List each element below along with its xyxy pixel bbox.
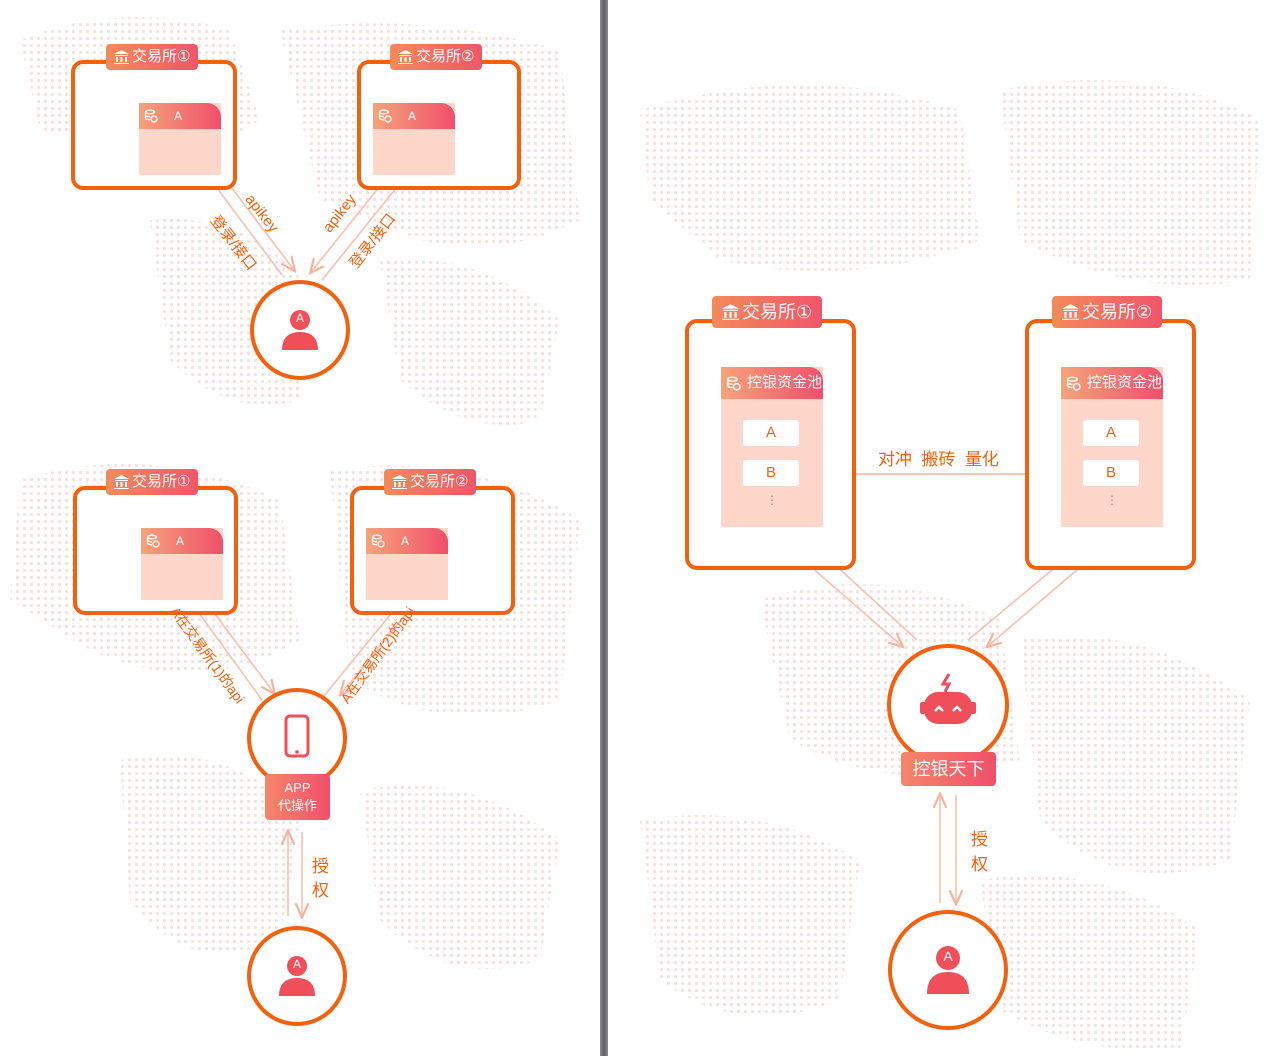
- fund-pool-header: 控银资金池: [1061, 367, 1163, 399]
- diagram1-exchange1-box: A: [71, 60, 237, 190]
- bank-icon: [114, 475, 129, 489]
- account-header: A: [373, 103, 455, 129]
- more-dots: ⋮: [766, 493, 778, 507]
- fund-pool-panel: 控银资金池 A B ⋮: [1061, 367, 1163, 527]
- hedge-arbitrage-quant-label: 对冲 搬砖 量化: [878, 450, 999, 469]
- user-letter: A: [295, 311, 304, 325]
- fund-pool-panel: 控银资金池 A B ⋮: [721, 367, 823, 527]
- coin-stack-icon: [1066, 376, 1081, 391]
- account-label: A: [408, 109, 417, 123]
- auth-label-char1: 授: [312, 857, 329, 876]
- diagram2-user-circle: A: [247, 926, 347, 1026]
- coin-stack-icon: [378, 109, 392, 123]
- diagram2-exchange1-tag: 交易所①: [106, 469, 199, 495]
- diagram3-exchange2-tag: 交易所②: [1052, 296, 1163, 328]
- account-header: A: [139, 103, 221, 129]
- diagram1-exchange1-tag: 交易所①: [106, 44, 199, 70]
- pool-account-a: A: [743, 420, 799, 446]
- bank-icon: [392, 475, 407, 489]
- diagram3-exchange2-box: 控银资金池 A B ⋮: [1025, 319, 1196, 570]
- fund-pool-label: 控银资金池: [1087, 374, 1163, 391]
- bank-icon: [1062, 304, 1079, 320]
- diagram3-user-circle: A: [888, 910, 1008, 1030]
- robot-name: 控银天下: [912, 759, 985, 779]
- auth-label-char1: 授: [971, 830, 988, 849]
- diagram2-exchange2-tag: 交易所②: [384, 469, 477, 495]
- diagram2-exchange2-box: A: [350, 486, 515, 615]
- account-header: A: [141, 528, 223, 554]
- app-operate-tag: APP 代操作: [265, 774, 330, 820]
- exchange-name: 交易所①: [132, 473, 191, 490]
- diagram1-user-circle: A: [250, 280, 350, 380]
- user-icon: [282, 310, 318, 350]
- exchange-name: 交易所①: [132, 48, 191, 65]
- account-header: A: [366, 528, 448, 554]
- exchange-name: 交易所①: [742, 302, 813, 322]
- bank-icon: [114, 50, 129, 64]
- fund-pool-label: 控银资金池: [747, 374, 823, 391]
- account-panel: A: [366, 528, 448, 600]
- diagram2-app-circle: [247, 688, 347, 788]
- coin-stack-icon: [146, 534, 160, 548]
- coin-stack-icon: [144, 109, 158, 123]
- account-panel: A: [139, 103, 221, 175]
- diagram3-exchange1-tag: 交易所①: [712, 296, 823, 328]
- pool-account-b: B: [743, 460, 799, 486]
- user-letter: A: [943, 948, 953, 964]
- account-label: A: [401, 534, 410, 548]
- diagram2-exchange1-box: A: [73, 486, 238, 615]
- diagram1-exchange2-tag: 交易所②: [390, 44, 483, 70]
- phone-icon: [284, 714, 310, 758]
- account-label: A: [174, 109, 183, 123]
- diagram1-exchange2-box: A: [357, 60, 521, 190]
- bank-icon: [722, 304, 739, 320]
- account-panel: A: [373, 103, 455, 175]
- pool-account-a: A: [1083, 420, 1139, 446]
- auth-label-char2: 权: [971, 855, 988, 874]
- bank-icon: [398, 50, 413, 64]
- account-panel: A: [141, 528, 223, 600]
- more-dots: ⋮: [1106, 493, 1118, 507]
- pool-account-b: B: [1083, 460, 1139, 486]
- panel-divider: [600, 0, 608, 1056]
- exchange-name: 交易所②: [410, 473, 469, 490]
- auth-label-char2: 权: [312, 881, 329, 900]
- operate-label: 代操作: [277, 798, 317, 813]
- user-letter: A: [292, 957, 301, 971]
- user-icon: [927, 946, 969, 994]
- exchange-name: 交易所②: [416, 48, 475, 65]
- diagram3-exchange1-box: 控银资金池 A B ⋮: [685, 319, 856, 570]
- diagram3-robot-circle: [887, 644, 1009, 766]
- account-label: A: [176, 534, 185, 548]
- coin-stack-icon: [726, 376, 741, 391]
- exchange-name: 交易所②: [1082, 302, 1153, 322]
- robot-name-tag: 控银天下: [901, 752, 996, 786]
- user-icon: [279, 956, 315, 996]
- fund-pool-header: 控银资金池: [721, 367, 823, 399]
- coin-stack-icon: [371, 534, 385, 548]
- robot-icon: [920, 673, 976, 724]
- app-label: APP: [284, 780, 311, 795]
